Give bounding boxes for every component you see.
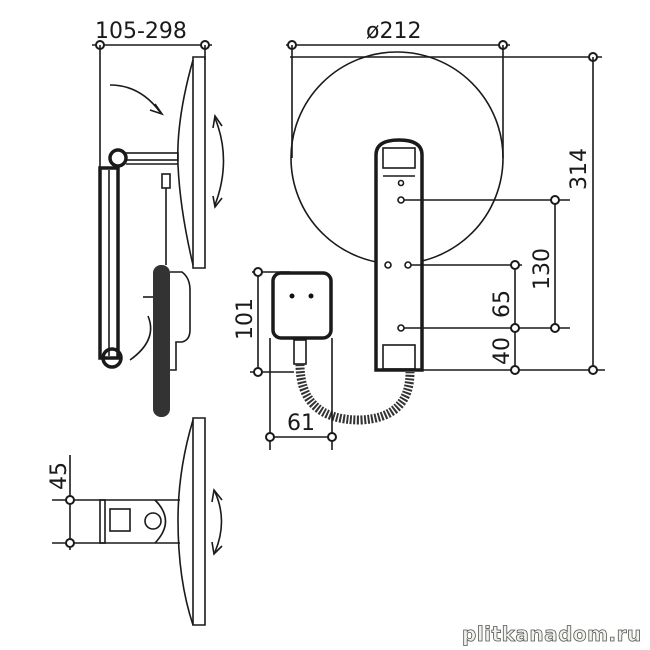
tilt-arrow bbox=[214, 117, 225, 206]
dimension-label-plug-height: 101 bbox=[233, 298, 258, 340]
rotate-arrow bbox=[109, 84, 161, 113]
mirror-plate bbox=[192, 56, 206, 269]
wall-bar bbox=[374, 138, 424, 372]
dimension-label-projection: 105-298 bbox=[95, 19, 187, 44]
power-plug bbox=[271, 271, 333, 340]
bottom-view: 45 bbox=[47, 417, 223, 626]
side-view bbox=[92, 40, 225, 417]
watermark: plitkanadom.ru bbox=[462, 622, 642, 646]
front-view bbox=[250, 40, 605, 450]
dimension-label-plug-width: 61 bbox=[287, 411, 315, 436]
dimension-label-diameter: ø212 bbox=[366, 19, 421, 44]
swivel-arrow bbox=[129, 315, 152, 361]
dimension-label-130: 130 bbox=[530, 248, 555, 290]
coiled-cable bbox=[295, 363, 415, 425]
dimension-label-40: 40 bbox=[490, 337, 515, 365]
dimension-label-bracket-height: 45 bbox=[47, 462, 72, 490]
dimension-label-65: 65 bbox=[490, 290, 515, 318]
coiled-cable-side bbox=[153, 265, 170, 417]
dimension-label-total-height: 314 bbox=[567, 148, 592, 190]
tilt-arrow-bottom bbox=[214, 491, 223, 553]
